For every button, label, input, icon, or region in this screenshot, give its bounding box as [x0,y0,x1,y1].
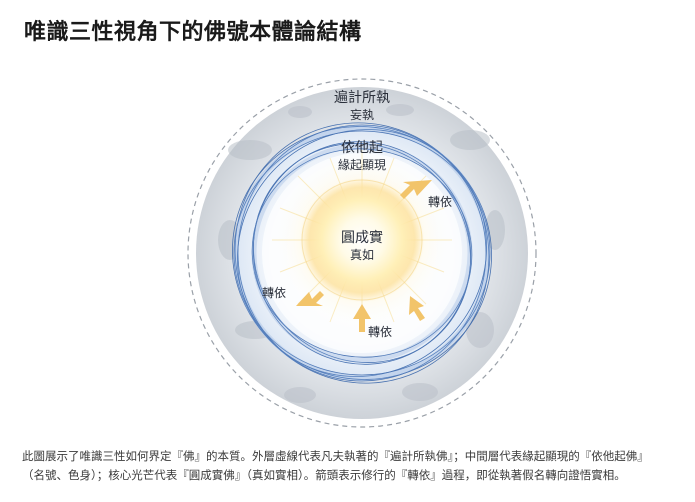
arrow-lower-right-icon [409,296,425,321]
caption-line-1: 此圖展示了唯識三性如何界定『佛』的本質。外層虛線代表凡夫執著的『遍計所執佛』；中… [22,449,649,463]
outer-layer-sub: 妄執 [349,108,374,122]
arrow-right-label: 轉依 [428,195,453,209]
arrow-right-icon [400,180,432,199]
dependent-arising-ring [232,122,492,384]
arrow-left-label: 轉依 [262,286,287,300]
middle-layer-sub: 緣起顯現 [337,158,387,172]
middle-layer-name: 依他起 [340,140,383,156]
core-layer-sub: 真如 [349,248,374,262]
page-title: 唯識三性視角下的佛號本體論結構 [24,20,362,45]
core-layer-name: 圓成實 [341,230,383,246]
outer-dashed-circle [187,78,537,428]
arrow-bottom-label: 轉依 [368,325,393,339]
arrow-left-icon [296,291,324,306]
ring-glow [233,125,491,381]
outer-layer-label: 遍計所執 妄執 [334,90,390,123]
middle-layer-label: 依他起 緣起顯現 [338,140,386,173]
transformation-arrows [296,180,432,332]
core-sun [300,178,424,302]
core-outline [301,179,423,301]
core-layer-label: 圓成實 真如 [341,230,383,263]
caption: 此圖展示了唯識三性如何界定『佛』的本質。外層虛線代表凡夫執著的『遍計所執佛』；中… [22,447,677,485]
caption-line-2: （名號、色身）；核心光芒代表『圓成實佛』（真如實相）。箭頭表示修行的『轉依』過程… [22,468,626,482]
arrow-bottom-icon [353,304,371,332]
mist-texture [218,104,505,403]
outer-layer-name: 遍計所執 [334,90,390,106]
